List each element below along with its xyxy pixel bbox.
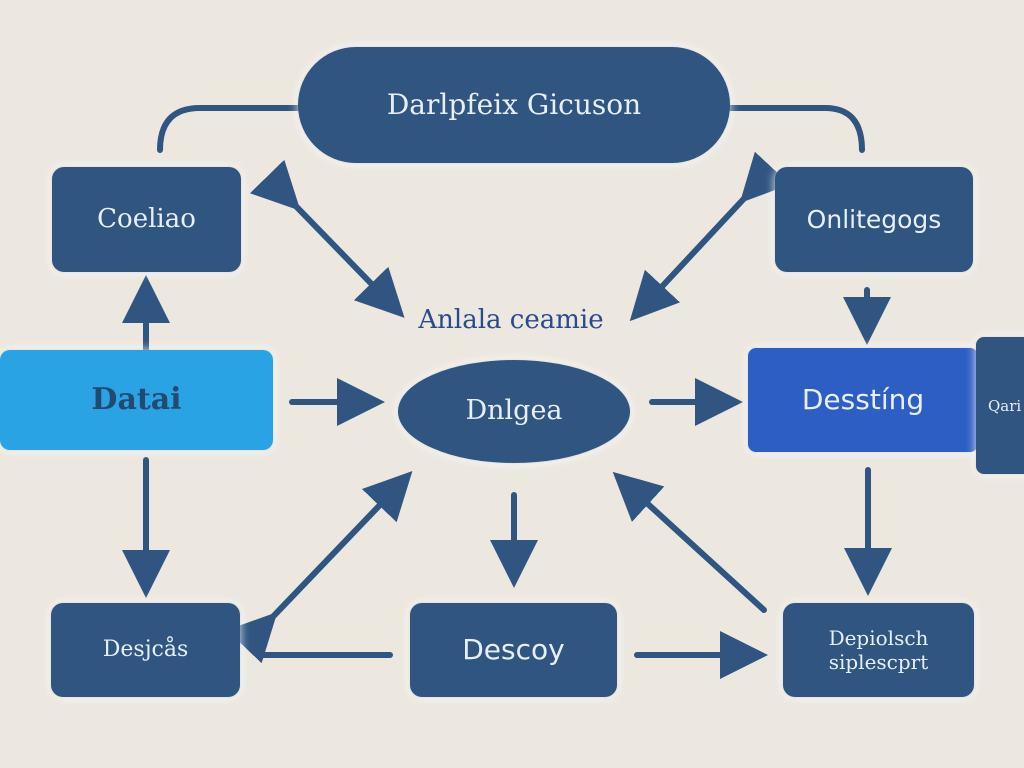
node-right-cut-label: Qari <box>988 396 1022 415</box>
node-bottom-left-label: Desjcås <box>102 636 189 662</box>
node-bottom-mid-label: Descoy <box>462 633 565 667</box>
arrow-botleft-to-center <box>226 470 413 664</box>
node-right-label: Desstíng <box>801 383 925 417</box>
node-bottom-right-line1: Depiolsch <box>828 626 929 650</box>
arrow-topright-diagonal <box>629 151 791 322</box>
node-data: Datai <box>0 350 273 450</box>
node-title-label: Darlpfeix Gicuson <box>386 88 642 122</box>
node-center-label: Dnlgea <box>465 395 563 427</box>
node-right-cut: Qari <box>976 337 1024 474</box>
arrow-botright-to-center <box>612 471 767 613</box>
node-top-right-label: Onlitegogs <box>806 204 942 234</box>
node-bottom-right-line2: siplescprt <box>828 650 929 674</box>
connector-title-right <box>725 105 865 153</box>
connector-title-left <box>157 105 303 153</box>
node-bottom-right: Depiolsch siplescprt <box>783 603 974 697</box>
center-label: Anlala ceamie <box>418 305 604 335</box>
arrow-topleft-diagonal <box>249 159 405 318</box>
node-data-label: Datai <box>91 382 182 417</box>
node-bottom-mid: Descoy <box>410 603 617 697</box>
node-right: Desstíng <box>748 348 978 452</box>
node-title: Darlpfeix Gicuson <box>298 47 730 163</box>
node-bottom-left: Desjcås <box>51 603 240 697</box>
node-top-left-label: Coeliao <box>97 203 196 234</box>
node-top-right: Onlitegogs <box>775 167 973 272</box>
node-top-left: Coeliao <box>52 167 241 272</box>
node-center: Dnlgea <box>398 360 630 463</box>
